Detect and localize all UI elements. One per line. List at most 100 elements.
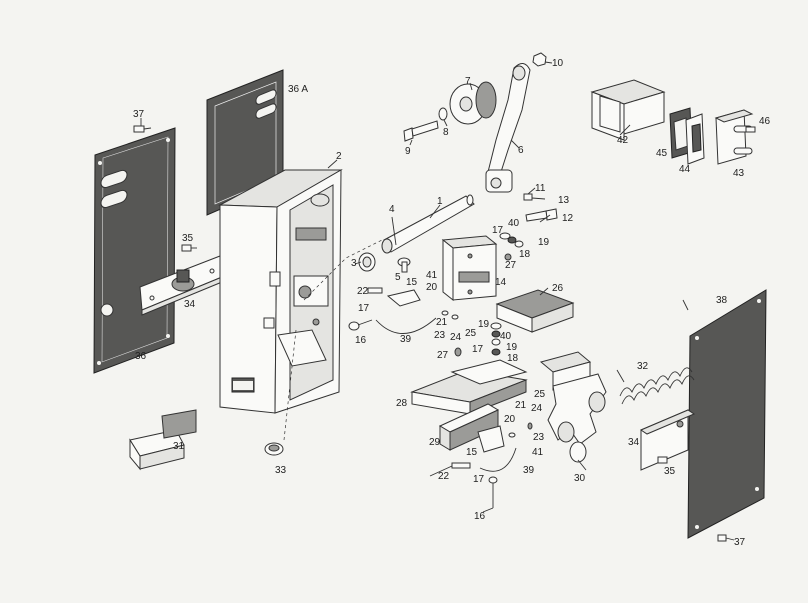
- callout-37-bottom: 37: [734, 537, 746, 548]
- callout-17-lower-mid: 17: [472, 344, 484, 355]
- callout-43: 43: [733, 168, 745, 179]
- gasket-plate-36a: [206, 69, 284, 216]
- callout-16-upper: 16: [355, 335, 367, 346]
- bracket-43: [714, 109, 754, 165]
- callout-17-upper: 17: [492, 225, 504, 236]
- callout-25-lower: 25: [534, 389, 546, 400]
- callout-29: 29: [429, 437, 441, 448]
- callout-20-upper: 20: [426, 282, 438, 293]
- callout-45: 45: [656, 148, 668, 159]
- screw-37-bottom: [717, 534, 735, 542]
- callout-22-lower: 22: [438, 471, 450, 482]
- lever-arm-6: [485, 63, 531, 193]
- callout-17-lower: 17: [473, 474, 485, 485]
- callout-1: 1: [437, 196, 443, 207]
- callout-25-upper: 25: [465, 328, 477, 339]
- callout-34-right: 34: [628, 437, 640, 448]
- callout-41-lower: 41: [532, 447, 544, 458]
- bolt-9: [403, 120, 439, 142]
- block-14: [441, 235, 498, 302]
- callout-33: 33: [275, 465, 287, 476]
- callout-21-upper: 21: [436, 317, 448, 328]
- callout-40-upper: 40: [508, 218, 520, 229]
- callout-9: 9: [405, 146, 411, 157]
- pin-22-upper: [367, 287, 383, 294]
- callout-24-upper: 24: [450, 332, 462, 343]
- callout-40-mid: 40: [500, 331, 512, 342]
- roller-7: [449, 81, 497, 125]
- hinge-34-right: [639, 409, 696, 471]
- clip-15-upper: [386, 289, 421, 307]
- callout-26: 26: [552, 283, 564, 294]
- callout-12: 12: [562, 213, 574, 224]
- part-31: [129, 409, 197, 471]
- callout-11: 11: [535, 183, 546, 194]
- callout-21-lower: 21: [515, 400, 527, 411]
- bolt-11: [523, 193, 533, 201]
- callout-19-lower-mid: 19: [506, 342, 518, 353]
- callout-7: 7: [465, 76, 471, 87]
- callout-37: 37: [133, 109, 145, 120]
- callout-15-lower: 15: [466, 447, 478, 458]
- callout-3: 3: [351, 258, 357, 269]
- callout-31: 31: [173, 441, 185, 452]
- callout-32: 32: [637, 361, 649, 372]
- callout-2: 2: [336, 151, 342, 162]
- washer-8: [438, 107, 448, 121]
- callout-30: 30: [574, 473, 586, 484]
- callout-22-upper: 22: [357, 286, 369, 297]
- block-28: [410, 359, 528, 415]
- callout-28: 28: [396, 398, 408, 409]
- bracket-42: [590, 79, 666, 141]
- trigger-assembly-30: [539, 351, 607, 463]
- washer-stack-middle: [441, 310, 502, 357]
- callout-36a: 36 A: [288, 84, 308, 95]
- callout-23-upper: 23: [434, 330, 446, 341]
- callout-4: 4: [389, 204, 395, 215]
- bolt-12: [525, 208, 558, 222]
- callout-18-upper: 18: [519, 249, 531, 260]
- callout-15-upper: 15: [406, 277, 418, 288]
- callout-38: 38: [716, 295, 728, 306]
- callout-5: 5: [395, 272, 401, 283]
- callout-39-lower: 39: [523, 465, 535, 476]
- callout-24-lower: 24: [531, 403, 543, 414]
- callout-8: 8: [443, 127, 449, 138]
- screw-16-upper: [348, 319, 373, 331]
- screw-37-top: [133, 125, 152, 133]
- callout-23-lower: 23: [533, 432, 545, 443]
- spring-39-lower: [479, 447, 517, 472]
- callout-20-lower: 20: [504, 414, 516, 425]
- bolt-5: [397, 257, 411, 273]
- cover-plate-38: [687, 289, 767, 539]
- spring-32: [619, 367, 695, 405]
- callout-6: 6: [518, 145, 524, 156]
- pin-22-lower: [451, 462, 471, 469]
- callout-14: 14: [495, 277, 507, 288]
- callout-19-mid: 19: [478, 319, 490, 330]
- callout-27-upper: 27: [505, 260, 517, 271]
- callout-34: 34: [184, 299, 196, 310]
- bar-29: [438, 403, 500, 451]
- callout-46: 46: [759, 116, 771, 127]
- part-callouts: 37 36 A 2 36 35 34 31 33 3 4 5 1 7 10 8 …: [133, 58, 771, 548]
- washer-stack-upper: [499, 232, 524, 261]
- screw-35: [181, 244, 197, 252]
- gasket-44: [685, 113, 705, 165]
- grommet-33: [264, 442, 284, 456]
- screw-46: [745, 126, 756, 133]
- callout-13: 13: [558, 195, 570, 206]
- callout-16-lower: 16: [474, 511, 486, 522]
- callout-41-upper: 41: [426, 270, 438, 281]
- callout-17-mid: 17: [358, 303, 370, 314]
- callout-35-right: 35: [664, 466, 676, 477]
- ring-23-lower: [527, 422, 533, 430]
- callout-18-lower: 18: [507, 353, 519, 364]
- ring-20-lower: [508, 432, 516, 438]
- cover-plate-36: [93, 127, 176, 374]
- nut-10: [532, 52, 547, 67]
- housing-2: [218, 169, 343, 414]
- pin-4: [391, 216, 397, 246]
- shaft-1: [381, 194, 475, 254]
